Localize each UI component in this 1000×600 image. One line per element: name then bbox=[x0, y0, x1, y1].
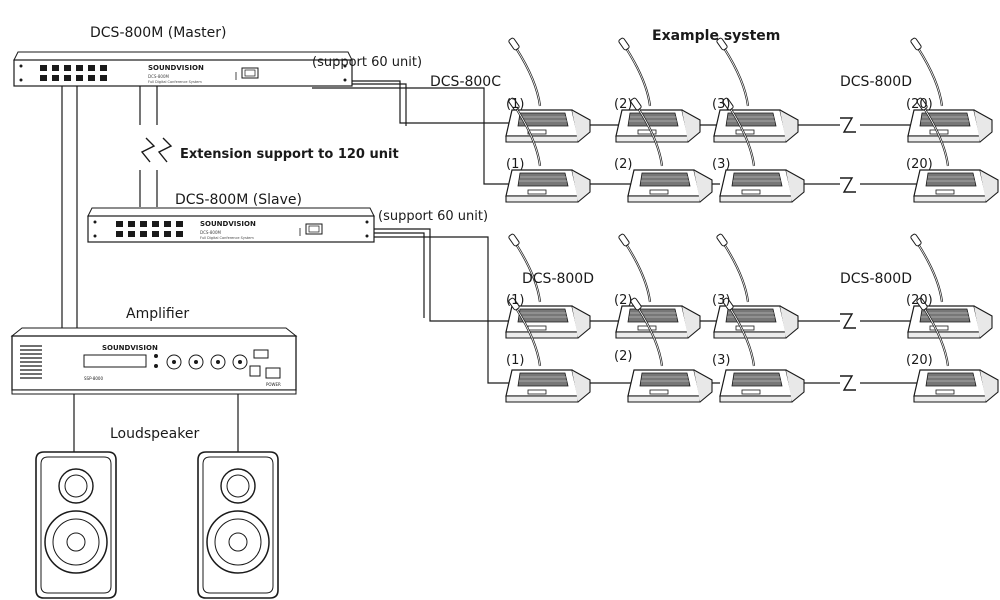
mic-unit-row1-20 bbox=[906, 36, 994, 144]
amplifier-label: Amplifier bbox=[126, 306, 189, 322]
slave-capacity: (support 60 unit) bbox=[378, 209, 488, 224]
unit-number-row1-2: (2) bbox=[614, 97, 632, 112]
slave-sub-text: Full Digital Conference System bbox=[200, 236, 254, 240]
slave-brand: SOUNDVISION bbox=[200, 220, 256, 228]
mic-unit-row1-3 bbox=[712, 36, 800, 144]
unit-number-row1-3: (3) bbox=[712, 97, 730, 112]
unit-label-delegate-row1: DCS-800D bbox=[840, 74, 912, 90]
mic-unit-row1-2 bbox=[614, 36, 702, 144]
unit-number-row2-1: (1) bbox=[506, 157, 524, 172]
amplifier-model-text: SSP-8000 bbox=[84, 376, 103, 381]
unit-label-chairman: DCS-800C bbox=[430, 74, 501, 90]
unit-label-delegate-row3-right: DCS-800D bbox=[840, 271, 912, 287]
amplifier-power-text: POWER bbox=[266, 382, 281, 387]
unit-label-delegate-row3-left: DCS-800D bbox=[522, 271, 594, 287]
break-symbols bbox=[140, 117, 856, 391]
slave-label: DCS-800M (Slave) bbox=[175, 192, 302, 208]
unit-number-row3-1: (1) bbox=[506, 293, 524, 308]
unit-number-row4-1: (1) bbox=[506, 353, 524, 368]
unit-number-row3-3: (3) bbox=[712, 293, 730, 308]
loudspeaker-label: Loudspeaker bbox=[110, 426, 199, 442]
unit-number-row2-2: (2) bbox=[614, 157, 632, 172]
loudspeaker-left bbox=[35, 451, 117, 599]
unit-number-row2-20: (20) bbox=[906, 157, 933, 172]
unit-number-row3-20: (20) bbox=[906, 293, 933, 308]
unit-number-row2-3: (3) bbox=[712, 157, 730, 172]
unit-number-row4-20: (20) bbox=[906, 353, 933, 368]
master-brand: SOUNDVISION bbox=[148, 64, 204, 72]
diagram-title: Example system bbox=[652, 28, 780, 44]
master-sub-text: Full Digital Conference System bbox=[148, 80, 202, 84]
unit-number-row4-3: (3) bbox=[712, 353, 730, 368]
mic-unit-row3-2 bbox=[614, 232, 702, 340]
unit-number-row4-2: (2) bbox=[614, 349, 632, 364]
master-model-text: DCS-800M bbox=[148, 74, 169, 79]
slave-unit: SOUNDVISION DCS-800M Full Digital Confer… bbox=[87, 207, 375, 243]
master-unit: SOUNDVISION DCS-800M Full Digital Confer… bbox=[13, 51, 353, 87]
unit-number-row1-20: (20) bbox=[906, 97, 933, 112]
loudspeaker-right bbox=[197, 451, 279, 599]
amplifier-brand: SOUNDVISION bbox=[102, 344, 158, 352]
slave-model-text: DCS-800M bbox=[200, 230, 221, 235]
mic-unit-row3-3 bbox=[712, 232, 800, 340]
mic-unit-row3-20 bbox=[906, 232, 994, 340]
amplifier-unit: SOUNDVISION SSP-8000 POWER bbox=[10, 327, 298, 395]
extension-label: Extension support to 120 unit bbox=[180, 147, 399, 162]
master-label: DCS-800M (Master) bbox=[90, 25, 226, 41]
unit-number-row1-1: (1) bbox=[506, 97, 524, 112]
unit-number-row3-2: (2) bbox=[614, 293, 632, 308]
master-capacity: (support 60 unit) bbox=[312, 55, 422, 70]
mic-unit-row1-1 bbox=[504, 36, 592, 144]
